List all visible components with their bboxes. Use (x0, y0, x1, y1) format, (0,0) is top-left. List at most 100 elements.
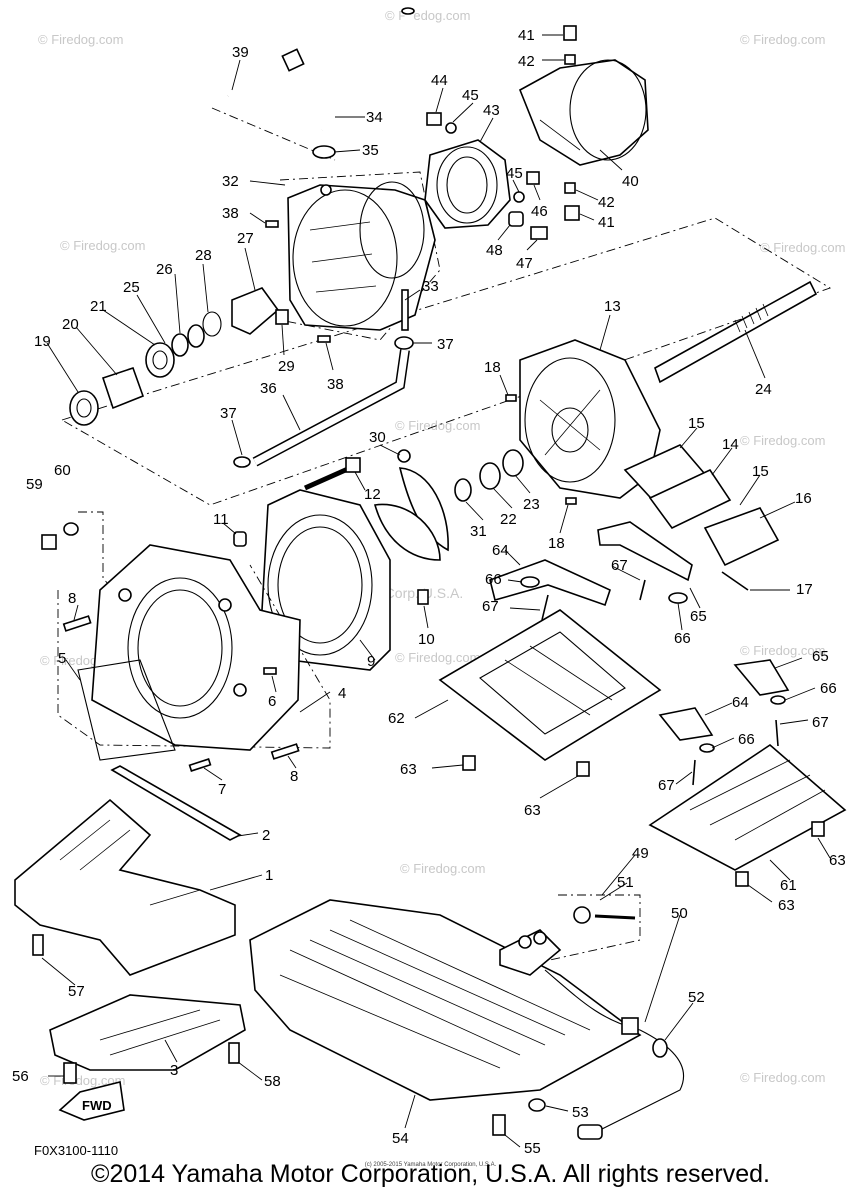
callout-42: 42 (518, 53, 535, 70)
grate-4 (91, 544, 301, 751)
fitting-52 (621, 1017, 639, 1035)
callout-33: 33 (422, 278, 439, 295)
bolt-39 (227, 48, 305, 98)
assembly-line (549, 894, 641, 961)
callout-5: 5 (58, 650, 66, 667)
watermark: © Firedog.com (395, 418, 480, 433)
callout-60: 60 (54, 462, 71, 479)
callout-7: 7 (218, 781, 226, 798)
callout-45: 45 (462, 87, 479, 104)
bolt-12 (303, 457, 361, 491)
deflector-40 (518, 59, 649, 166)
clamp-37 (394, 336, 414, 350)
watermark: © Firedog.com (740, 433, 825, 448)
bolt-47 (530, 226, 548, 240)
watermark: © Firedog.com (40, 1073, 125, 1088)
washer-45 (513, 191, 525, 203)
callout-19: 19 (34, 333, 51, 350)
callout-64: 64 (492, 542, 509, 559)
bolt-56 (63, 1062, 77, 1084)
collar-42 (564, 182, 576, 194)
clamp-35 (312, 145, 336, 159)
callout-66: 66 (820, 680, 837, 697)
callout-50: 50 (671, 905, 688, 922)
collar-11 (233, 531, 247, 547)
callout-67: 67 (611, 557, 628, 574)
callout-67: 67 (658, 777, 675, 794)
nozzle-43 (424, 139, 511, 229)
callout-29: 29 (278, 358, 295, 375)
nut-52 (652, 1038, 668, 1058)
callout-26: 26 (156, 261, 173, 278)
callout-59: 59 (26, 476, 43, 493)
callout-56: 56 (12, 1068, 29, 1085)
pin-38 (265, 220, 279, 228)
callout-25: 25 (123, 279, 140, 296)
callout-67: 67 (482, 598, 499, 615)
copyright-notice: ©2014 Yamaha Motor Corporation, U.S.A. A… (91, 1160, 770, 1188)
callout-65: 65 (690, 608, 707, 625)
housing-32 (287, 181, 436, 331)
hull-plate-54 (249, 899, 642, 1101)
callout-24: 24 (755, 381, 772, 398)
callout-66: 66 (738, 731, 755, 748)
bolt-41 (563, 25, 577, 41)
nut-59 (41, 534, 57, 550)
bolt-63 (811, 821, 825, 837)
callout-63: 63 (524, 802, 541, 819)
bracket-64 (489, 559, 611, 607)
callout-18: 18 (484, 359, 501, 376)
collar-26 (171, 333, 189, 357)
watermark: © Firedog.com (385, 8, 470, 23)
seal-19 (69, 390, 99, 426)
callout-53: 53 (572, 1104, 589, 1121)
seal-22 (479, 462, 501, 490)
callout-11: 11 (213, 511, 229, 528)
callout-6: 6 (268, 693, 276, 710)
leader-lines (41, 34, 831, 1148)
gasket-14 (623, 444, 780, 567)
callout-63: 63 (829, 852, 846, 869)
bolt-63 (735, 871, 749, 887)
pin-38 (317, 335, 331, 343)
watermark: © Firedog.com (760, 240, 845, 255)
bolt-67 (692, 759, 696, 786)
callout-58: 58 (264, 1073, 281, 1090)
callout-34: 34 (366, 109, 383, 126)
callout-21: 21 (90, 298, 107, 315)
callout-63: 63 (778, 897, 795, 914)
assembly-line (279, 171, 441, 341)
washer-66 (770, 695, 786, 705)
bolt-67 (775, 719, 779, 747)
callout-27: 27 (237, 230, 254, 247)
callout-54: 54 (392, 1130, 409, 1147)
collar-48 (508, 211, 524, 227)
callout-2: 2 (262, 827, 270, 844)
callout-39: 39 (232, 44, 249, 61)
stud-8 (270, 743, 300, 760)
impeller-30 (373, 449, 449, 561)
fwd-arrow-icon: FWD (58, 1081, 125, 1121)
collar-42 (564, 54, 576, 65)
callout-28: 28 (195, 247, 212, 264)
watermark: © Firedog.com (740, 643, 825, 658)
washer-25 (187, 324, 205, 348)
plate-2 (110, 765, 242, 841)
washer-66 (520, 576, 540, 588)
callout-22: 22 (500, 511, 517, 528)
bolt-57 (32, 934, 44, 956)
callout-15: 15 (752, 463, 769, 480)
callout-14: 14 (722, 436, 739, 453)
connector-50 (577, 1124, 603, 1140)
callout-43: 43 (483, 102, 500, 119)
callout-31: 31 (470, 523, 487, 540)
duct-3 (49, 994, 246, 1071)
callout-3: 3 (170, 1062, 178, 1079)
washer-31 (454, 478, 472, 502)
gasket-5 (77, 659, 176, 761)
callout-66: 66 (674, 630, 691, 647)
callout-61: 61 (780, 877, 797, 894)
watermark: © Firedog.com (400, 861, 485, 876)
bolt-67 (541, 594, 549, 621)
callout-8: 8 (290, 768, 298, 785)
